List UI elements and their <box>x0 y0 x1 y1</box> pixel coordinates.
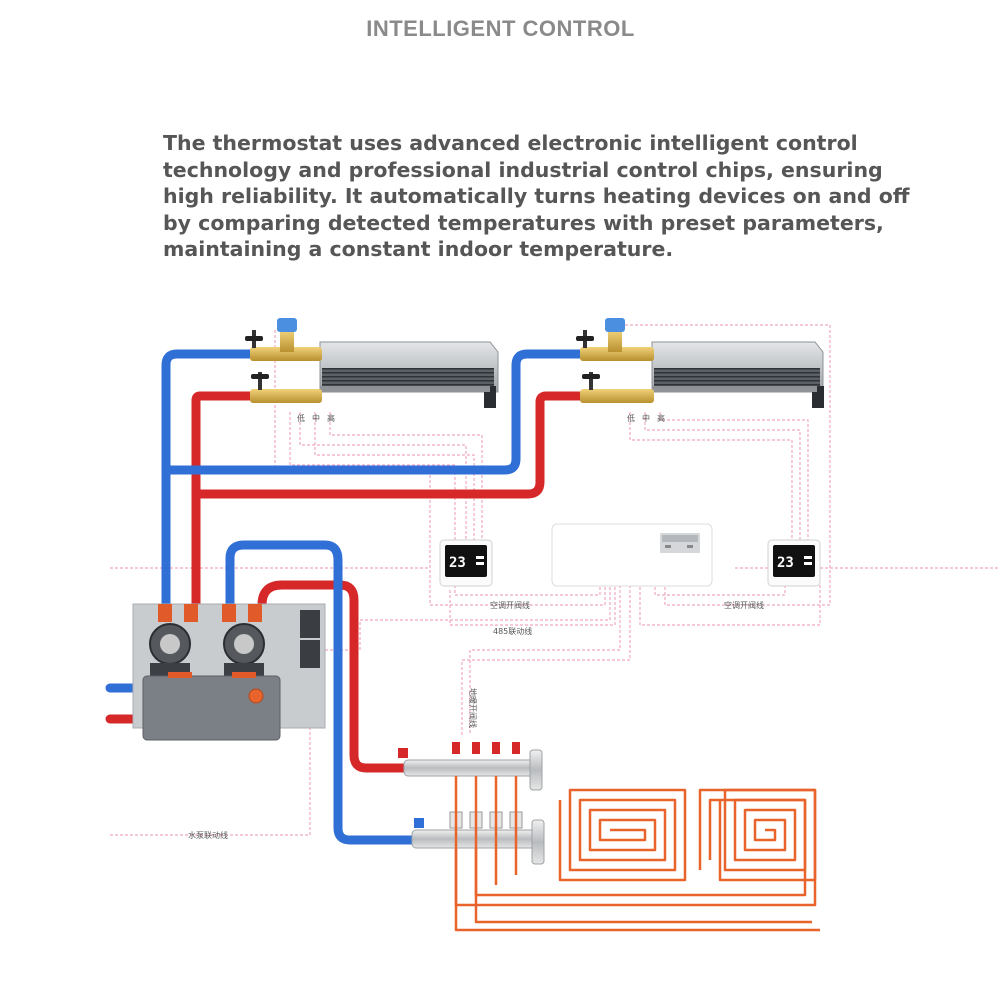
link-485-label: 485联动线 <box>493 626 532 636</box>
ac-valve-line-label-left: 空调开阀线 <box>490 600 530 610</box>
thermostat-right: 23 <box>767 539 821 587</box>
return-pipes <box>105 391 587 773</box>
thermostat-left: 23 <box>439 539 493 587</box>
floor-heating-manifold <box>398 742 545 865</box>
description-line: by comparing detected temperatures with … <box>163 210 884 235</box>
pump-station <box>132 603 326 741</box>
valve-group-right <box>576 318 654 403</box>
description-line: technology and professional industrial c… <box>163 157 883 182</box>
description-text: The thermostat uses advanced electronic … <box>163 130 983 263</box>
ac-valve-line-label-right: 空调开阀线 <box>724 600 764 610</box>
valve-group-left <box>245 318 322 403</box>
page-title: INTELLIGENT CONTROL <box>366 16 635 41</box>
description-line: The thermostat uses advanced electronic … <box>163 131 858 155</box>
pump-link-line-label: 水泵联动线 <box>188 830 228 840</box>
thermostat-temp: 23 <box>777 555 794 571</box>
fan-coil-right <box>651 341 824 408</box>
thermostat-temp: 23 <box>449 555 466 571</box>
floor-heating-loops <box>454 776 820 932</box>
fan-speed-low-left: 低 <box>297 413 305 423</box>
fan-speed-high-right: 高 <box>657 413 665 423</box>
fan-speed-low-right: 低 <box>627 413 635 423</box>
fan-speed-mid-left: 中 <box>312 413 320 423</box>
fan-speed-mid-right: 中 <box>642 413 650 423</box>
fan-coil-left <box>319 341 499 408</box>
central-controller <box>551 523 713 587</box>
fan-speed-high-left: 高 <box>327 413 335 423</box>
floor-valve-line-label: 地暖开阀线 <box>468 688 478 728</box>
description-line: high reliability. It automatically turns… <box>163 184 910 208</box>
supply-pipes <box>105 349 587 845</box>
description-line: maintaining a constant indoor temperatur… <box>163 237 674 261</box>
